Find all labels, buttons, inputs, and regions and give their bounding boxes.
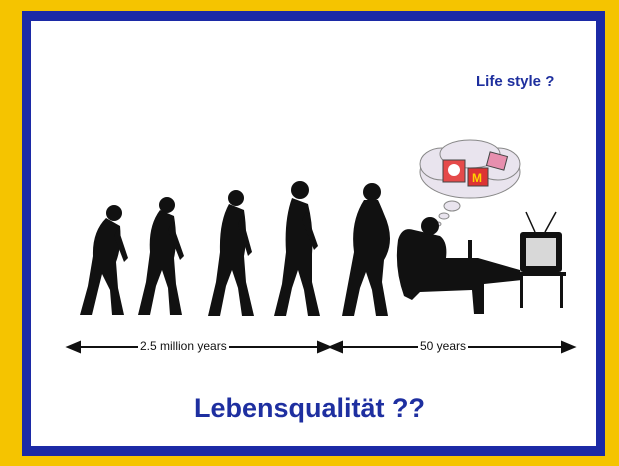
figure-ape <box>80 205 128 315</box>
timeline-label-right: 50 years <box>418 339 468 353</box>
timeline-label-left: 2.5 million years <box>138 339 229 353</box>
figure-early-hominid <box>138 197 184 315</box>
figure-overweight <box>342 183 390 316</box>
figure-couch-potato <box>397 217 522 314</box>
svg-text:M: M <box>472 171 482 185</box>
slide-title: Lebensqualität ?? <box>0 393 619 424</box>
figure-hominid <box>208 190 254 316</box>
evolution-figures <box>80 181 566 316</box>
tv-icon <box>516 212 566 308</box>
figure-human <box>274 181 320 316</box>
